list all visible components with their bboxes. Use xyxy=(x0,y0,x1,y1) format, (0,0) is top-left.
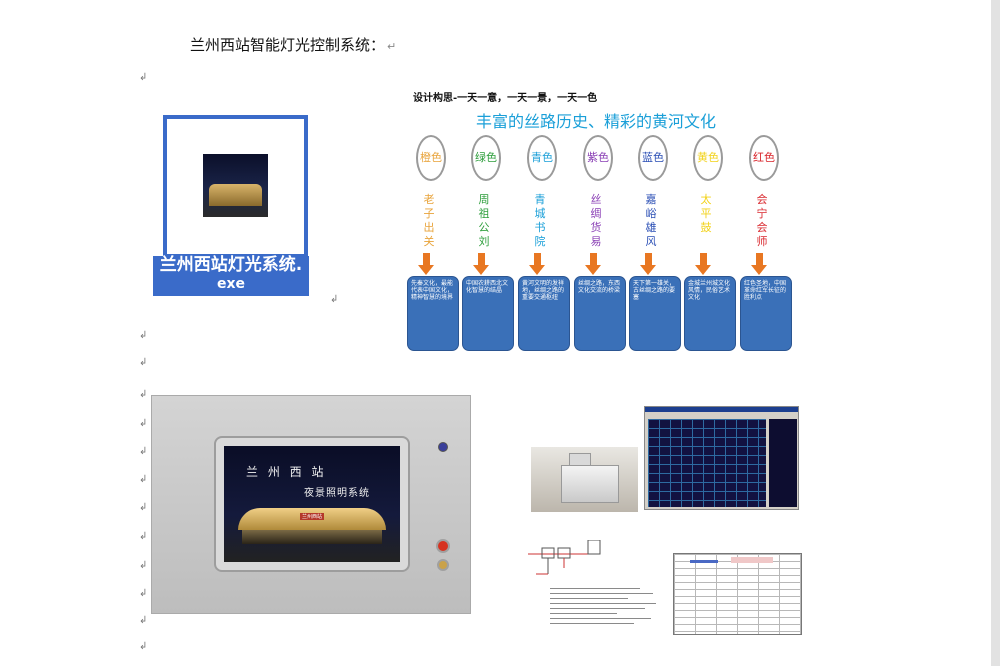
indicator-light-blue xyxy=(438,442,448,452)
color-oval: 蓝色 xyxy=(638,135,668,181)
station-base-illustration xyxy=(242,530,382,544)
theme-description-box: 中国农耕西北文化智慧的结晶 xyxy=(462,276,514,351)
theme-label: 周祖公刘 xyxy=(478,193,490,248)
theme-description-box: 天下第一雄关，古丝绸之路的要塞 xyxy=(629,276,681,351)
touch-screen: 兰 州 西 站 夜景照明系统 兰州西站 xyxy=(224,446,400,562)
station-sign: 兰州西站 xyxy=(300,513,325,520)
color-oval: 绿色 xyxy=(471,135,501,181)
exe-shortcut-label[interactable]: 兰州西站灯光系统. exe xyxy=(153,256,309,296)
paragraph-mark: ↲ xyxy=(139,357,148,368)
exe-shortcut-icon[interactable] xyxy=(163,115,308,258)
wiring-diagram xyxy=(528,540,601,575)
software-titlebar xyxy=(645,407,798,412)
theme-label: 太平鼓 xyxy=(700,193,712,234)
paragraph-mark: ↲ xyxy=(139,389,148,400)
theme-description-box: 先秦文化，最能代表中国文化，精神智慧的境界 xyxy=(407,276,459,351)
color-oval: 紫色 xyxy=(583,135,613,181)
page-right-margin xyxy=(991,0,1000,666)
color-oval: 橙色 xyxy=(416,135,446,181)
control-software-screenshot xyxy=(644,406,799,510)
concept-title: 设计构思-一天一意，一天一景，一天一色 xyxy=(413,93,598,104)
paragraph-mark: ↲ xyxy=(330,294,339,305)
software-sidepanel xyxy=(769,419,797,507)
theme-label: 青城书院 xyxy=(534,193,546,248)
color-oval: 青色 xyxy=(527,135,557,181)
paragraph-mark: ↲ xyxy=(139,418,148,429)
table-header-mark xyxy=(690,560,718,563)
theme-description-box: 黄河文明的发祥地，丝绸之路的重要交通枢纽 xyxy=(518,276,570,351)
paragraph-mark: ↲ xyxy=(139,446,148,457)
theme-label: 会宁会师 xyxy=(756,193,768,248)
wiring-notes xyxy=(550,588,662,628)
theme-label: 老子出关 xyxy=(423,193,435,248)
control-panel-image: 兰 州 西 站 夜景照明系统 兰州西站 xyxy=(151,395,471,614)
paragraph-mark: ↲ xyxy=(139,641,148,652)
device-body xyxy=(561,465,619,503)
theme-label: 嘉峪雄风 xyxy=(645,193,657,248)
paragraph-mark: ↲ xyxy=(139,502,148,513)
exe-label-line2: exe xyxy=(216,276,246,292)
color-oval: 红色 xyxy=(749,135,779,181)
paragraph-mark: ↲ xyxy=(139,588,148,599)
screen-subtitle: 夜景照明系统 xyxy=(304,488,370,499)
theme-label: 丝绸货易 xyxy=(590,193,602,248)
theme-description-box: 金城兰州城文化风情，民俗艺术文化 xyxy=(684,276,736,351)
paragraph-mark: ↲ xyxy=(139,330,148,341)
controller-device-photo xyxy=(531,447,638,512)
paragraph-mark: ↲ xyxy=(139,531,148,542)
paragraph-mark: ↲ xyxy=(139,474,148,485)
screen-title: 兰 州 西 站 xyxy=(246,465,327,479)
paragraph-mark: ↲ xyxy=(139,560,148,571)
paragraph-mark: ↲ xyxy=(139,615,148,626)
exe-label-line1: 兰州西站灯光系统. xyxy=(159,255,303,275)
software-grid xyxy=(648,419,766,507)
table-highlight xyxy=(731,557,773,563)
theme-description-box: 丝绸之路，东西文化交流的桥梁 xyxy=(574,276,626,351)
color-oval: 黄色 xyxy=(693,135,723,181)
paragraph-mark: ↲ xyxy=(139,72,148,83)
concept-subtitle: 丰富的丝路历史、精彩的黄河文化 xyxy=(476,112,717,131)
touch-screen-frame: 兰 州 西 站 夜景照明系统 兰州西站 xyxy=(214,436,410,572)
theme-description-box: 红色圣地，中国革命红军长征的胜利点 xyxy=(740,276,792,351)
indicator-light-amber xyxy=(437,559,449,571)
specification-table xyxy=(673,553,802,635)
station-thumbnail-icon xyxy=(203,154,268,217)
indicator-light-red xyxy=(436,539,450,553)
document-heading: 兰州西站智能灯光控制系统：↵ xyxy=(190,36,397,54)
